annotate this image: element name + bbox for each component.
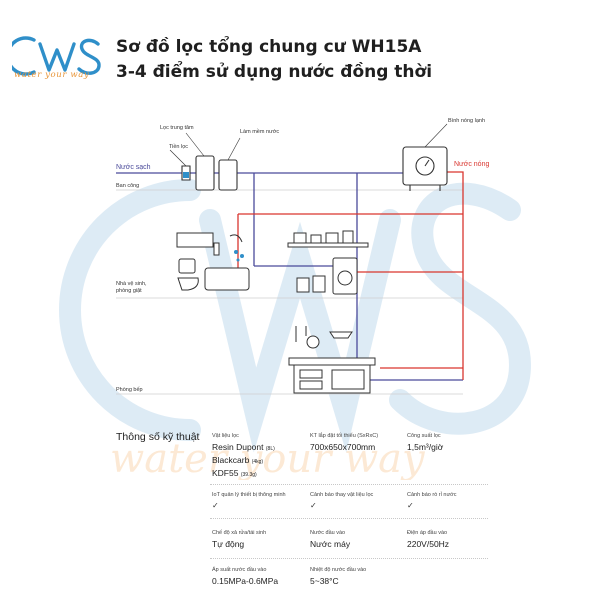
label-phong-bep: Phòng bếp (116, 387, 143, 393)
spec-cong-suat: Công suất lọc 1,5m³/giờ (407, 433, 444, 452)
laundry-shelf-icon (287, 242, 369, 248)
hot-main-pipe (447, 171, 464, 380)
spec-ap-suat: Áp suất nước đầu vào 0.15MPa-0.6MPa (212, 567, 279, 586)
label-nuoc-nong: Nước nóng (454, 161, 489, 168)
jar-icon (293, 232, 307, 244)
label-tien-loc: Tiền lọc (169, 144, 188, 150)
spec-canh-bao-thay: Cảnh báo thay vật liệu lọc ✓ (310, 492, 374, 510)
pan-icon (306, 335, 320, 349)
spec-che-do: Chế độ xả rửa/tái sinh Tự động (212, 530, 267, 549)
toilet-bowl-icon (177, 277, 199, 291)
spec-divider-1 (210, 484, 488, 485)
title-line-1: Sơ đồ lọc tổng chung cư WH15A (116, 37, 422, 57)
label-loc-trung-tam: Lọc trung tâm (160, 125, 194, 131)
spec-iot: IoT quản lý thiết bị thông minh ✓ (212, 492, 286, 510)
jar-icon-3 (325, 232, 339, 244)
laundry-basket-icon-2 (312, 275, 326, 293)
toilet-tank-icon (178, 258, 196, 274)
kitchen-drawer-icon (299, 369, 323, 379)
spec-canh-bao-ro: Cảnh báo rò rỉ nước ✓ (407, 492, 457, 510)
label-binh-nong-lanh: Bình nóng lạnh (448, 118, 485, 124)
spec-kich-thuoc: KT lắp đặt tối thiểu (SxRxC) 700x650x700… (310, 433, 379, 452)
shower-head-icon (229, 234, 243, 243)
specs-title: Thông số kỹ thuật (116, 431, 200, 443)
spec-nhiet-do: Nhiệt độ nước đầu vào 5~38°C (310, 567, 367, 586)
bathroom-shelf-icon (176, 232, 214, 248)
label-lam-mem-nuoc: Làm mềm nước (240, 129, 279, 135)
spec-vat-lieu: Vật liệu lọc Resin Dupont (8L) Blackcarb… (212, 433, 275, 478)
washing-machine-door-icon (337, 270, 353, 286)
page-title: Sơ đồ lọc tổng chung cư WH15A 3-4 điểm s… (116, 35, 432, 85)
label-ban-cong: Ban công (116, 183, 139, 189)
kitchen-counter-icon (288, 357, 376, 366)
central-filter-icon (195, 155, 215, 191)
title-line-2: 3-4 điểm sử dụng nước đồng thời (116, 62, 433, 82)
bathtub-icon (204, 267, 250, 291)
pre-filter-cartridge-icon (183, 172, 189, 178)
watermark-tagline: water your way (110, 436, 426, 480)
cws-watermark: water your way (59, 179, 532, 480)
range-hood-icon (329, 331, 353, 339)
plumbing-diagram: Lọc trung tâm Làm mềm nước Tiền lọc Ban … (116, 118, 489, 395)
spec-dien-ap: Điện áp đầu vào 220V/50Hz (407, 530, 450, 549)
check-icon: ✓ (407, 501, 414, 510)
spec-divider-2 (210, 518, 488, 519)
kitchen-drawer-icon-2 (299, 380, 323, 390)
check-icon: ✓ (212, 501, 219, 510)
water-softener-icon (218, 159, 238, 191)
spec-divider-3 (210, 558, 488, 559)
logo-tagline: water your way (14, 70, 90, 80)
laundry-basket-icon (296, 277, 310, 293)
bottle-icon (213, 242, 220, 256)
check-icon: ✓ (310, 501, 317, 510)
kitchen-door-icon (331, 369, 365, 390)
label-phong-giat: phòng giặt (116, 288, 142, 294)
jar-icon-4 (342, 230, 354, 244)
spec-nuoc-dau-vao: Nước đầu vào Nước máy (310, 530, 351, 549)
cws-logo (12, 36, 101, 76)
label-nuoc-sach: Nước sạch (116, 164, 151, 171)
jar-icon-2 (310, 234, 322, 244)
label-nha-ve-sinh: Nhà vệ sinh, (116, 281, 147, 287)
